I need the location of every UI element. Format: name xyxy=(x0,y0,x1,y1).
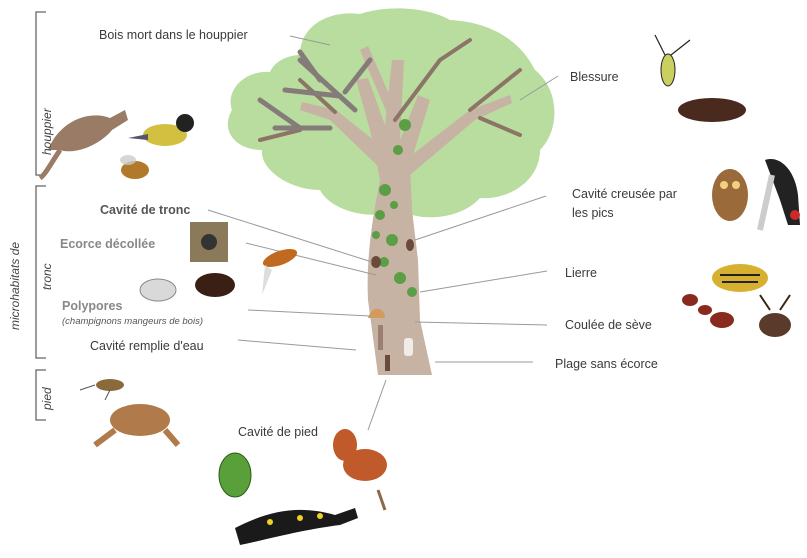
label-cavite-eau: Cavité remplie d'eau xyxy=(90,339,204,353)
salamander-icon xyxy=(235,508,358,545)
side-label-pied: pied xyxy=(40,387,54,410)
ant-icon xyxy=(682,294,734,328)
label-cavite-tronc: Cavité de tronc xyxy=(100,203,190,217)
side-label-tronc: tronc xyxy=(40,263,54,290)
longhorn-beetle-icon xyxy=(655,35,690,86)
beetle-icon xyxy=(195,273,235,297)
label-cavite-pics: Cavité creusée par xyxy=(572,187,677,201)
label-ecorce: Ecorce décollée xyxy=(60,237,155,251)
label-cavite-pics-line2: les pics xyxy=(572,206,614,220)
spider-icon xyxy=(190,222,228,262)
click-beetle-icon xyxy=(678,98,746,122)
side-brackets xyxy=(36,12,46,420)
great-tit-icon xyxy=(128,114,194,146)
mosquito-icon xyxy=(80,379,124,400)
label-lierre: Lierre xyxy=(565,266,597,280)
label-bois-mort: Bois mort dans le houppier xyxy=(99,28,248,42)
label-polypores: Polypores xyxy=(62,299,122,313)
side-label-houppier: houppier xyxy=(40,108,54,155)
label-blessure: Blessure xyxy=(570,70,619,84)
frog-icon xyxy=(95,404,178,445)
label-coulee: Coulée de sève xyxy=(565,318,652,332)
rose-chafer-icon xyxy=(219,453,251,497)
mite-icon xyxy=(140,279,176,301)
label-cavite-pied: Cavité de pied xyxy=(238,425,318,439)
wasp-icon xyxy=(712,264,768,292)
squirrel-icon xyxy=(333,429,387,510)
owl-icon xyxy=(712,169,748,221)
hoverfly-icon xyxy=(261,245,300,295)
woodpecker-icon xyxy=(760,159,800,230)
side-label-group: microhabitats de xyxy=(8,242,22,330)
stag-beetle-icon xyxy=(759,295,791,337)
label-polypores-sub: (champignons mangeurs de bois) xyxy=(62,316,203,327)
label-plage: Plage sans écorce xyxy=(555,357,658,371)
bee-icon xyxy=(120,155,149,179)
